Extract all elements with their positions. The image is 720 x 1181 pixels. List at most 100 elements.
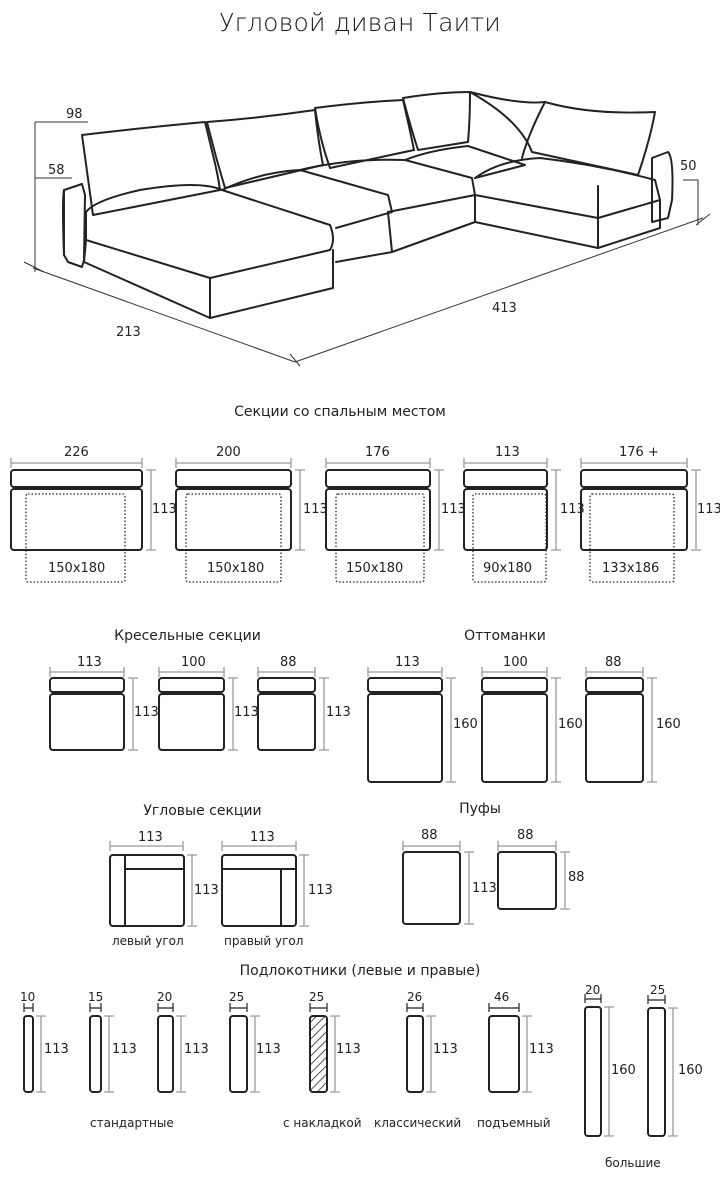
armrest-height: 113: [256, 1042, 281, 1057]
chair-section-seat: [257, 693, 316, 751]
pouf-width: 88: [421, 828, 438, 843]
depth-dimension-line: [299, 854, 309, 927]
ottoman-seat: [585, 693, 644, 783]
armrests-heading: Подлокотники (левые и правые): [239, 963, 481, 979]
corner-section-depth: 113: [194, 883, 219, 898]
chair-section-width: 88: [280, 655, 297, 670]
pouf-width: 88: [517, 828, 534, 843]
sofa-chaise-seat: [85, 184, 334, 279]
sleep-section-seat: [580, 488, 688, 551]
dim-height-seat: 58: [48, 163, 65, 178]
width-dimension-line: [463, 458, 548, 468]
armrest-width-line: [647, 995, 666, 1004]
sleep-section-depth: 113: [303, 502, 328, 517]
depth-dimension-line: [604, 1006, 614, 1137]
depth-dimension-line: [228, 677, 238, 751]
sleeping-area-outline: [185, 493, 282, 583]
depth-dimension-line: [426, 1015, 436, 1093]
corner-section-left-arm: [124, 855, 184, 926]
armrest-width: 25: [229, 990, 245, 1004]
dim-depth: 213: [116, 325, 141, 340]
chair-section-seat: [158, 693, 225, 751]
armrest: [229, 1015, 248, 1093]
sofa-perspective-drawing: 98 58 50 213 413: [23, 91, 711, 367]
sleep-section-depth: 113: [560, 502, 585, 517]
sleep-section-bed-size: 150x180: [346, 561, 404, 576]
width-dimension-line: [257, 667, 316, 677]
sofa-right-arm: [651, 151, 674, 223]
sleep-section-back: [325, 469, 431, 488]
sleep-section-depth: 113: [441, 502, 466, 517]
sofa-back-cushion-3: [314, 99, 415, 169]
sleep-section-bed-size: 90x180: [483, 561, 533, 576]
armrest-width-line: [309, 1003, 328, 1012]
armrest-width-line: [89, 1003, 102, 1012]
depth-dimension-line: [560, 851, 570, 910]
sleep-section-seat: [175, 488, 292, 551]
sleep-section-bed-size: 150x180: [48, 561, 106, 576]
depth-dimension-line: [446, 677, 456, 783]
armrest-height: 160: [611, 1063, 636, 1078]
page-title: Угловой диван Таити: [219, 8, 501, 37]
width-dimension-line: [497, 841, 557, 851]
width-dimension-line: [402, 841, 461, 851]
sleeping-area-outline: [472, 493, 547, 583]
armrest-width-line: [488, 1003, 520, 1012]
sleeping-area-outline: [335, 493, 425, 583]
depth-dimension-line: [464, 851, 474, 925]
armrest-width: 46: [494, 990, 510, 1004]
chair-sections-heading: Кресельные секции: [114, 628, 261, 644]
sleep-section-back: [10, 469, 143, 488]
armrest: [89, 1015, 102, 1093]
sofa-back-cushion-1: [81, 121, 221, 216]
sleep-section-back: [175, 469, 292, 488]
sofa-back-cushion-4: [402, 91, 471, 151]
depth-dimension-line: [434, 469, 444, 551]
sleep-section-seat: [10, 488, 143, 551]
armrest-group-large: большие: [605, 1156, 661, 1170]
armrest: [406, 1015, 424, 1093]
corner-section-depth: 113: [308, 883, 333, 898]
dim-height-total: 98: [66, 107, 83, 122]
corner-section-left-outline: [109, 854, 185, 927]
sofa-corner-seat: [404, 145, 526, 179]
sleep-section-back: [463, 469, 548, 488]
sleeping-area-outline: [25, 493, 126, 583]
depth-dimension-line: [146, 469, 156, 551]
ottoman-seat: [367, 693, 443, 783]
sleep-section-back: [580, 469, 688, 488]
armrest: [157, 1015, 174, 1093]
ottoman-depth: 160: [453, 717, 478, 732]
armrest-width: 20: [157, 990, 173, 1004]
depth-dimension-line: [522, 1015, 532, 1093]
pouf-depth: 113: [472, 881, 497, 896]
depth-dimension-line: [250, 1015, 260, 1093]
depth-dimension-line: [104, 1015, 114, 1093]
depth-dimension-line: [295, 469, 305, 551]
armrest-width-line: [23, 1003, 34, 1012]
ottoman-width: 88: [605, 655, 622, 670]
sleep-section-depth: 113: [697, 502, 720, 517]
armrest-width: 10: [20, 990, 36, 1004]
depth-dimension-line: [691, 469, 701, 551]
ottoman-back: [585, 677, 644, 693]
sleep-section-width: 200: [216, 445, 241, 460]
ottomans-heading: Оттоманки: [464, 628, 546, 644]
armrest-width: 25: [309, 990, 325, 1004]
armrest: [488, 1015, 520, 1093]
chair-section-width: 100: [181, 655, 206, 670]
corner-section-right-arm: [222, 868, 296, 926]
ottoman-depth: 160: [656, 717, 681, 732]
sleep-section-depth: 113: [152, 502, 177, 517]
width-dimension-line: [580, 458, 688, 468]
sofa-dimension-lines: [23, 121, 711, 367]
depth-dimension-line: [668, 1007, 678, 1137]
armrest-group-overlay: с накладкой: [283, 1116, 362, 1130]
chair-section-back: [49, 677, 125, 693]
corner-sections-heading: Угловые секции: [143, 803, 262, 819]
sleep-section-width: 113: [495, 445, 520, 460]
sofa-back-cushion-5: [469, 91, 656, 176]
ottoman-seat: [481, 693, 548, 783]
width-dimension-line: [175, 458, 292, 468]
armrest-height: 113: [529, 1042, 554, 1057]
